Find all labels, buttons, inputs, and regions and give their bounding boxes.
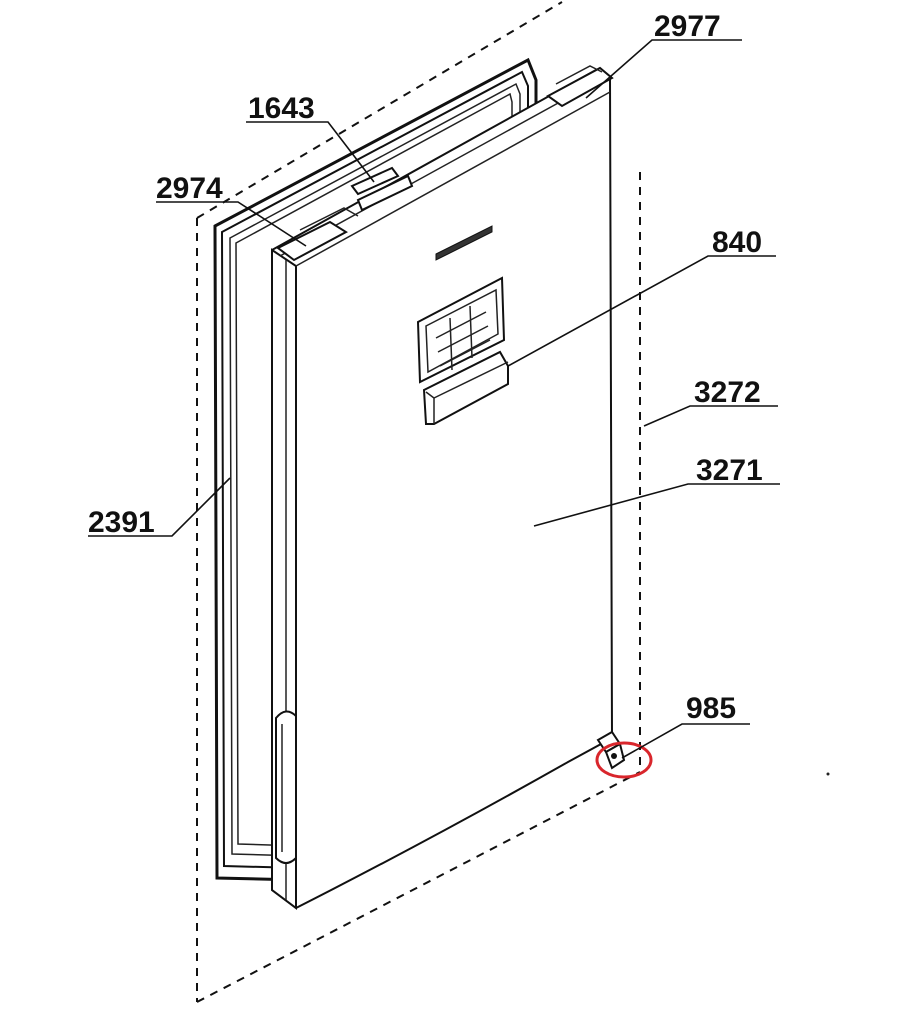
top-end-caps — [276, 65, 614, 262]
stray-dot — [826, 772, 830, 776]
display-cover — [422, 350, 509, 425]
side-handle-recess — [275, 710, 297, 864]
callout-3272: 3272 — [694, 376, 761, 409]
callout-1643: 1643 — [248, 92, 315, 125]
brand-badge-icon — [435, 225, 493, 261]
callout-2391: 2391 — [88, 506, 155, 539]
callout-3271: 3271 — [696, 454, 763, 487]
callout-labels: 2977 1643 2974 840 3272 3271 2391 985 — [88, 10, 763, 725]
callout-985: 985 — [686, 692, 736, 725]
door-outer-panel — [271, 68, 614, 910]
callout-2974: 2974 — [156, 172, 223, 205]
highlight-circle — [595, 741, 653, 779]
callout-2977: 2977 — [654, 10, 721, 43]
display-opening — [416, 276, 506, 384]
leader-lines — [88, 39, 780, 759]
handle-cover — [350, 166, 414, 212]
callout-840: 840 — [712, 226, 762, 259]
assembly-outline-dashed — [196, 1, 641, 1003]
